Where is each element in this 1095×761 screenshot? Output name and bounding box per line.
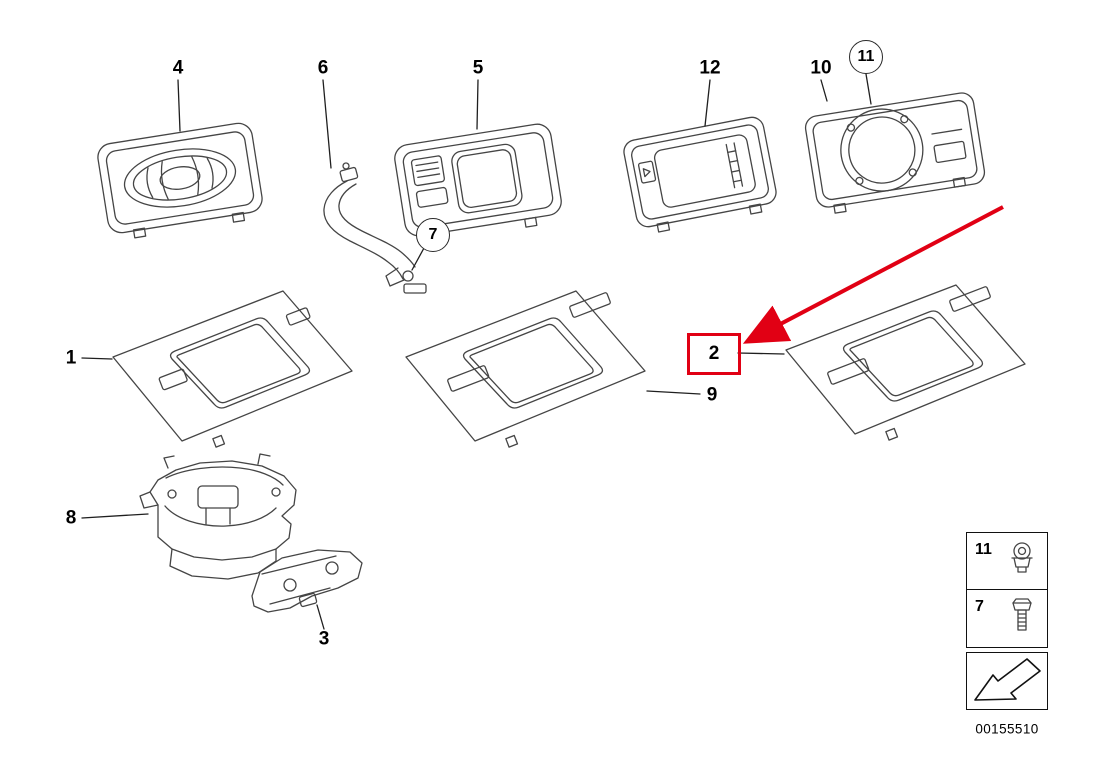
- diagram-code: 00155510: [975, 721, 1039, 737]
- grommet-clip-icon: [1011, 542, 1033, 573]
- part-9-drawing: [405, 290, 646, 448]
- part-6-drawing: [323, 162, 427, 294]
- part-label-3[interactable]: 3: [318, 628, 330, 650]
- legend-label-7: 7: [975, 598, 984, 615]
- part-callout-11[interactable]: 11: [849, 40, 883, 74]
- part-label-6[interactable]: 6: [317, 57, 329, 79]
- part-3-drawing: [251, 549, 363, 613]
- leader-lines: [81, 73, 872, 630]
- part-12-drawing: [623, 116, 777, 233]
- part-10-drawing: [804, 92, 986, 214]
- part-8-drawing: [139, 453, 297, 580]
- part-1-drawing: [112, 290, 353, 448]
- part-label-5[interactable]: 5: [472, 57, 484, 79]
- hex-bolt-icon: [1012, 598, 1032, 631]
- highlighted-part-label-2[interactable]: 2: [687, 333, 741, 375]
- highlight-arrow: [742, 205, 1004, 344]
- part-4-drawing: [97, 122, 263, 239]
- part-label-10[interactable]: 10: [810, 57, 832, 79]
- part-label-9[interactable]: 9: [706, 384, 718, 406]
- part-label-12[interactable]: 12: [699, 57, 721, 79]
- part-label-2: 2: [708, 343, 720, 364]
- legend-row-7[interactable]: 7: [967, 589, 1047, 645]
- page-arrow-icon: [974, 658, 1041, 701]
- legend-label-11: 11: [975, 541, 992, 558]
- part-label-1[interactable]: 1: [65, 347, 77, 369]
- legend-arrow-box[interactable]: [966, 652, 1048, 710]
- part-callout-7[interactable]: 7: [416, 218, 450, 252]
- part-2-drawing: [785, 284, 1026, 441]
- legend-fasteners-box: 11 7: [966, 532, 1048, 648]
- part-label-4[interactable]: 4: [172, 57, 184, 79]
- part-label-8[interactable]: 8: [65, 507, 77, 529]
- legend-row-11[interactable]: 11: [967, 533, 1047, 589]
